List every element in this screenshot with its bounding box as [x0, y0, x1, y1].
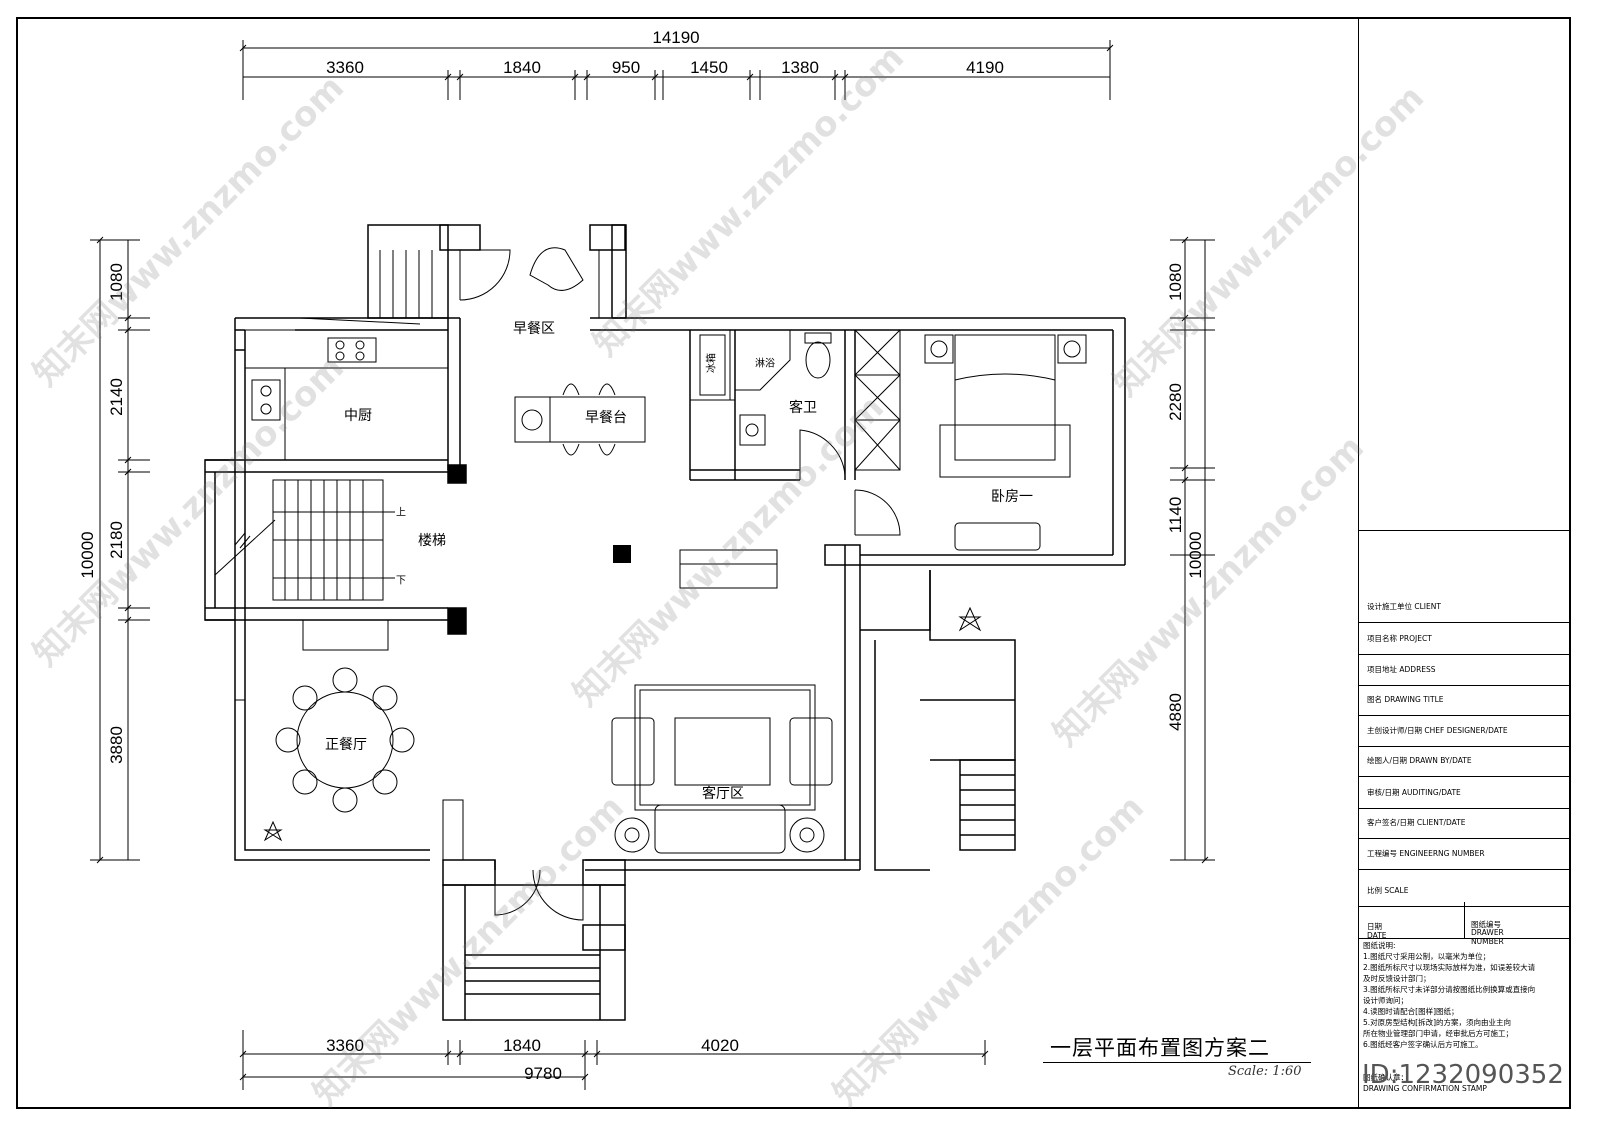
label-fridge: 冰箱 — [706, 353, 718, 373]
tb-row-chief: 主创设计师/日期 CHEF DESIGNER/DATE — [1359, 726, 1571, 747]
plan-title-underline — [1043, 1062, 1311, 1063]
tb-project: 项目名称 PROJECT — [1367, 634, 1432, 643]
tb-drawer-no-cn: 图纸编号 — [1471, 920, 1501, 929]
dim-top-1: 3360 — [326, 58, 364, 77]
dim-top-6: 4190 — [966, 58, 1004, 77]
tb-row-drawing-title: 图名 DRAWING TITLE — [1359, 695, 1571, 716]
notes-title: 图纸说明: — [1363, 941, 1396, 950]
dim-top-5: 1380 — [781, 58, 819, 77]
tb-client-date: 客户签名/日期 CLIENT/DATE — [1367, 818, 1466, 827]
dim-bottom-2: 1840 — [503, 1036, 541, 1055]
note-5: 5.对原房型结构[拆改]的方案，须向由业主向 — [1363, 1018, 1512, 1027]
dim-bottom-1: 3360 — [326, 1036, 364, 1055]
bottom-dim-ticks — [239, 1030, 989, 1090]
tb-row-client-date: 客户签名/日期 CLIENT/DATE — [1359, 818, 1571, 839]
note-6: 6.图纸经客户签字确认后方可施工。 — [1363, 1040, 1483, 1049]
tb-drawing-title: 图名 DRAWING TITLE — [1367, 695, 1444, 704]
tb-auditing: 审核/日期 AUDITING/DATE — [1367, 788, 1461, 797]
tb-date-cn: 日期 — [1367, 922, 1382, 931]
dim-top-3: 950 — [611, 58, 641, 77]
room-living: 客厅区 — [702, 786, 744, 802]
dim-top-total: 14190 — [652, 28, 700, 47]
tb-row-client: 设计施工单位 CLIENT — [1359, 602, 1571, 623]
note-2: 2.图纸所标尺寸以现场实际放样为准，如误差较大请 — [1363, 963, 1536, 972]
room-breakfast-bar: 早餐台 — [585, 410, 627, 426]
tb-row-auditing: 审核/日期 AUDITING/DATE — [1359, 788, 1571, 809]
right-dim-ticks — [1170, 236, 1215, 864]
confirm-en: DRAWING CONFIRMATION STAMP — [1363, 1084, 1487, 1093]
title-block: 设计施工单位 CLIENT 项目名称 PROJECT 项目地址 ADDRESS … — [1358, 18, 1571, 1108]
dim-top-4: 1450 — [690, 58, 728, 77]
note-5b: 所在物业管理部门申请，经审批后方可施工； — [1363, 1029, 1513, 1038]
dim-bottom-3: 4020 — [701, 1036, 739, 1055]
tb-drawn-by: 绘图人/日期 DRAWN BY/DATE — [1367, 756, 1472, 765]
tb-client: 设计施工单位 CLIENT — [1367, 602, 1441, 611]
room-guest-bath: 客卫 — [789, 400, 817, 416]
top-dim-ticks — [239, 40, 1114, 100]
room-breakfast-area: 早餐区 — [513, 321, 555, 337]
tb-date-divider — [1464, 902, 1465, 938]
staircase — [214, 250, 600, 601]
columns — [613, 545, 631, 563]
plan-title: 一层平面布置图方案二 — [1050, 1036, 1270, 1060]
tb-row-address: 项目地址 ADDRESS — [1359, 665, 1571, 686]
tb-row-top — [1359, 530, 1571, 531]
label-shower: 淋浴 — [755, 358, 775, 370]
dim-left-4: 3880 — [107, 726, 126, 764]
confirm-cn: 图纸确认章： — [1363, 1073, 1408, 1082]
note-3: 3.图纸所标尺寸未详部分请按图纸比例换算或直接向 — [1363, 985, 1536, 994]
dim-right-3: 1140 — [1166, 496, 1185, 534]
tb-row-project: 项目名称 PROJECT — [1359, 634, 1571, 655]
room-dining: 正餐厅 — [325, 737, 367, 753]
tb-eng-number: 工程编号 ENGINEERNG NUMBER — [1367, 849, 1485, 858]
tb-drawer-no-en1: DRAWER — [1471, 928, 1504, 937]
tb-row-scale: 比例 SCALE — [1359, 886, 1571, 907]
note-4: 4.读图时请配合[图样]图纸； — [1363, 1007, 1459, 1016]
dim-right-2: 2280 — [1166, 383, 1185, 421]
tb-address: 项目地址 ADDRESS — [1367, 665, 1436, 674]
sheet-border — [16, 17, 1571, 1109]
label-stairs-up: 上 — [396, 507, 406, 519]
tb-scale: 比例 SCALE — [1367, 886, 1409, 895]
dim-right-4: 4880 — [1166, 693, 1185, 731]
left-dim-ticks — [90, 236, 150, 864]
tb-date-en: DATE — [1367, 931, 1387, 940]
tb-drawer-no-en2: NUMBER — [1471, 937, 1504, 946]
tb-chief-designer: 主创设计师/日期 CHEF DESIGNER/DATE — [1367, 726, 1508, 735]
note-3b: 设计师询问； — [1363, 996, 1408, 1005]
room-bedroom-1: 卧房一 — [991, 489, 1033, 505]
tb-row-drawn: 绘图人/日期 DRAWN BY/DATE — [1359, 756, 1571, 777]
note-1: 1.图纸尺寸采用公制，以毫米为单位； — [1363, 952, 1491, 961]
dim-top-2: 1840 — [503, 58, 541, 77]
tb-row-eng: 工程编号 ENGINEERNG NUMBER — [1359, 849, 1571, 870]
doors — [459, 249, 901, 921]
drawing-notes: 图纸说明: 1.图纸尺寸采用公制，以毫米为单位； 2.图纸所标尺寸以现场实际放样… — [1363, 940, 1568, 1094]
dim-left-2: 2140 — [107, 378, 126, 416]
furniture — [235, 247, 1090, 861]
room-stairs: 楼梯 — [418, 533, 446, 549]
tb-row-date: 日期 DATE 图纸编号 DRAWER NUMBER — [1359, 920, 1571, 946]
room-kitchen: 中厨 — [344, 408, 372, 424]
label-stairs-down: 下 — [396, 575, 406, 587]
dim-bottom-total: 9780 — [524, 1064, 562, 1083]
watermark-id: ID:1232090352 — [1362, 1060, 1564, 1090]
plan-scale: Scale: 1:60 — [1228, 1064, 1302, 1079]
note-2b: 及时反馈设计部门； — [1363, 974, 1431, 983]
